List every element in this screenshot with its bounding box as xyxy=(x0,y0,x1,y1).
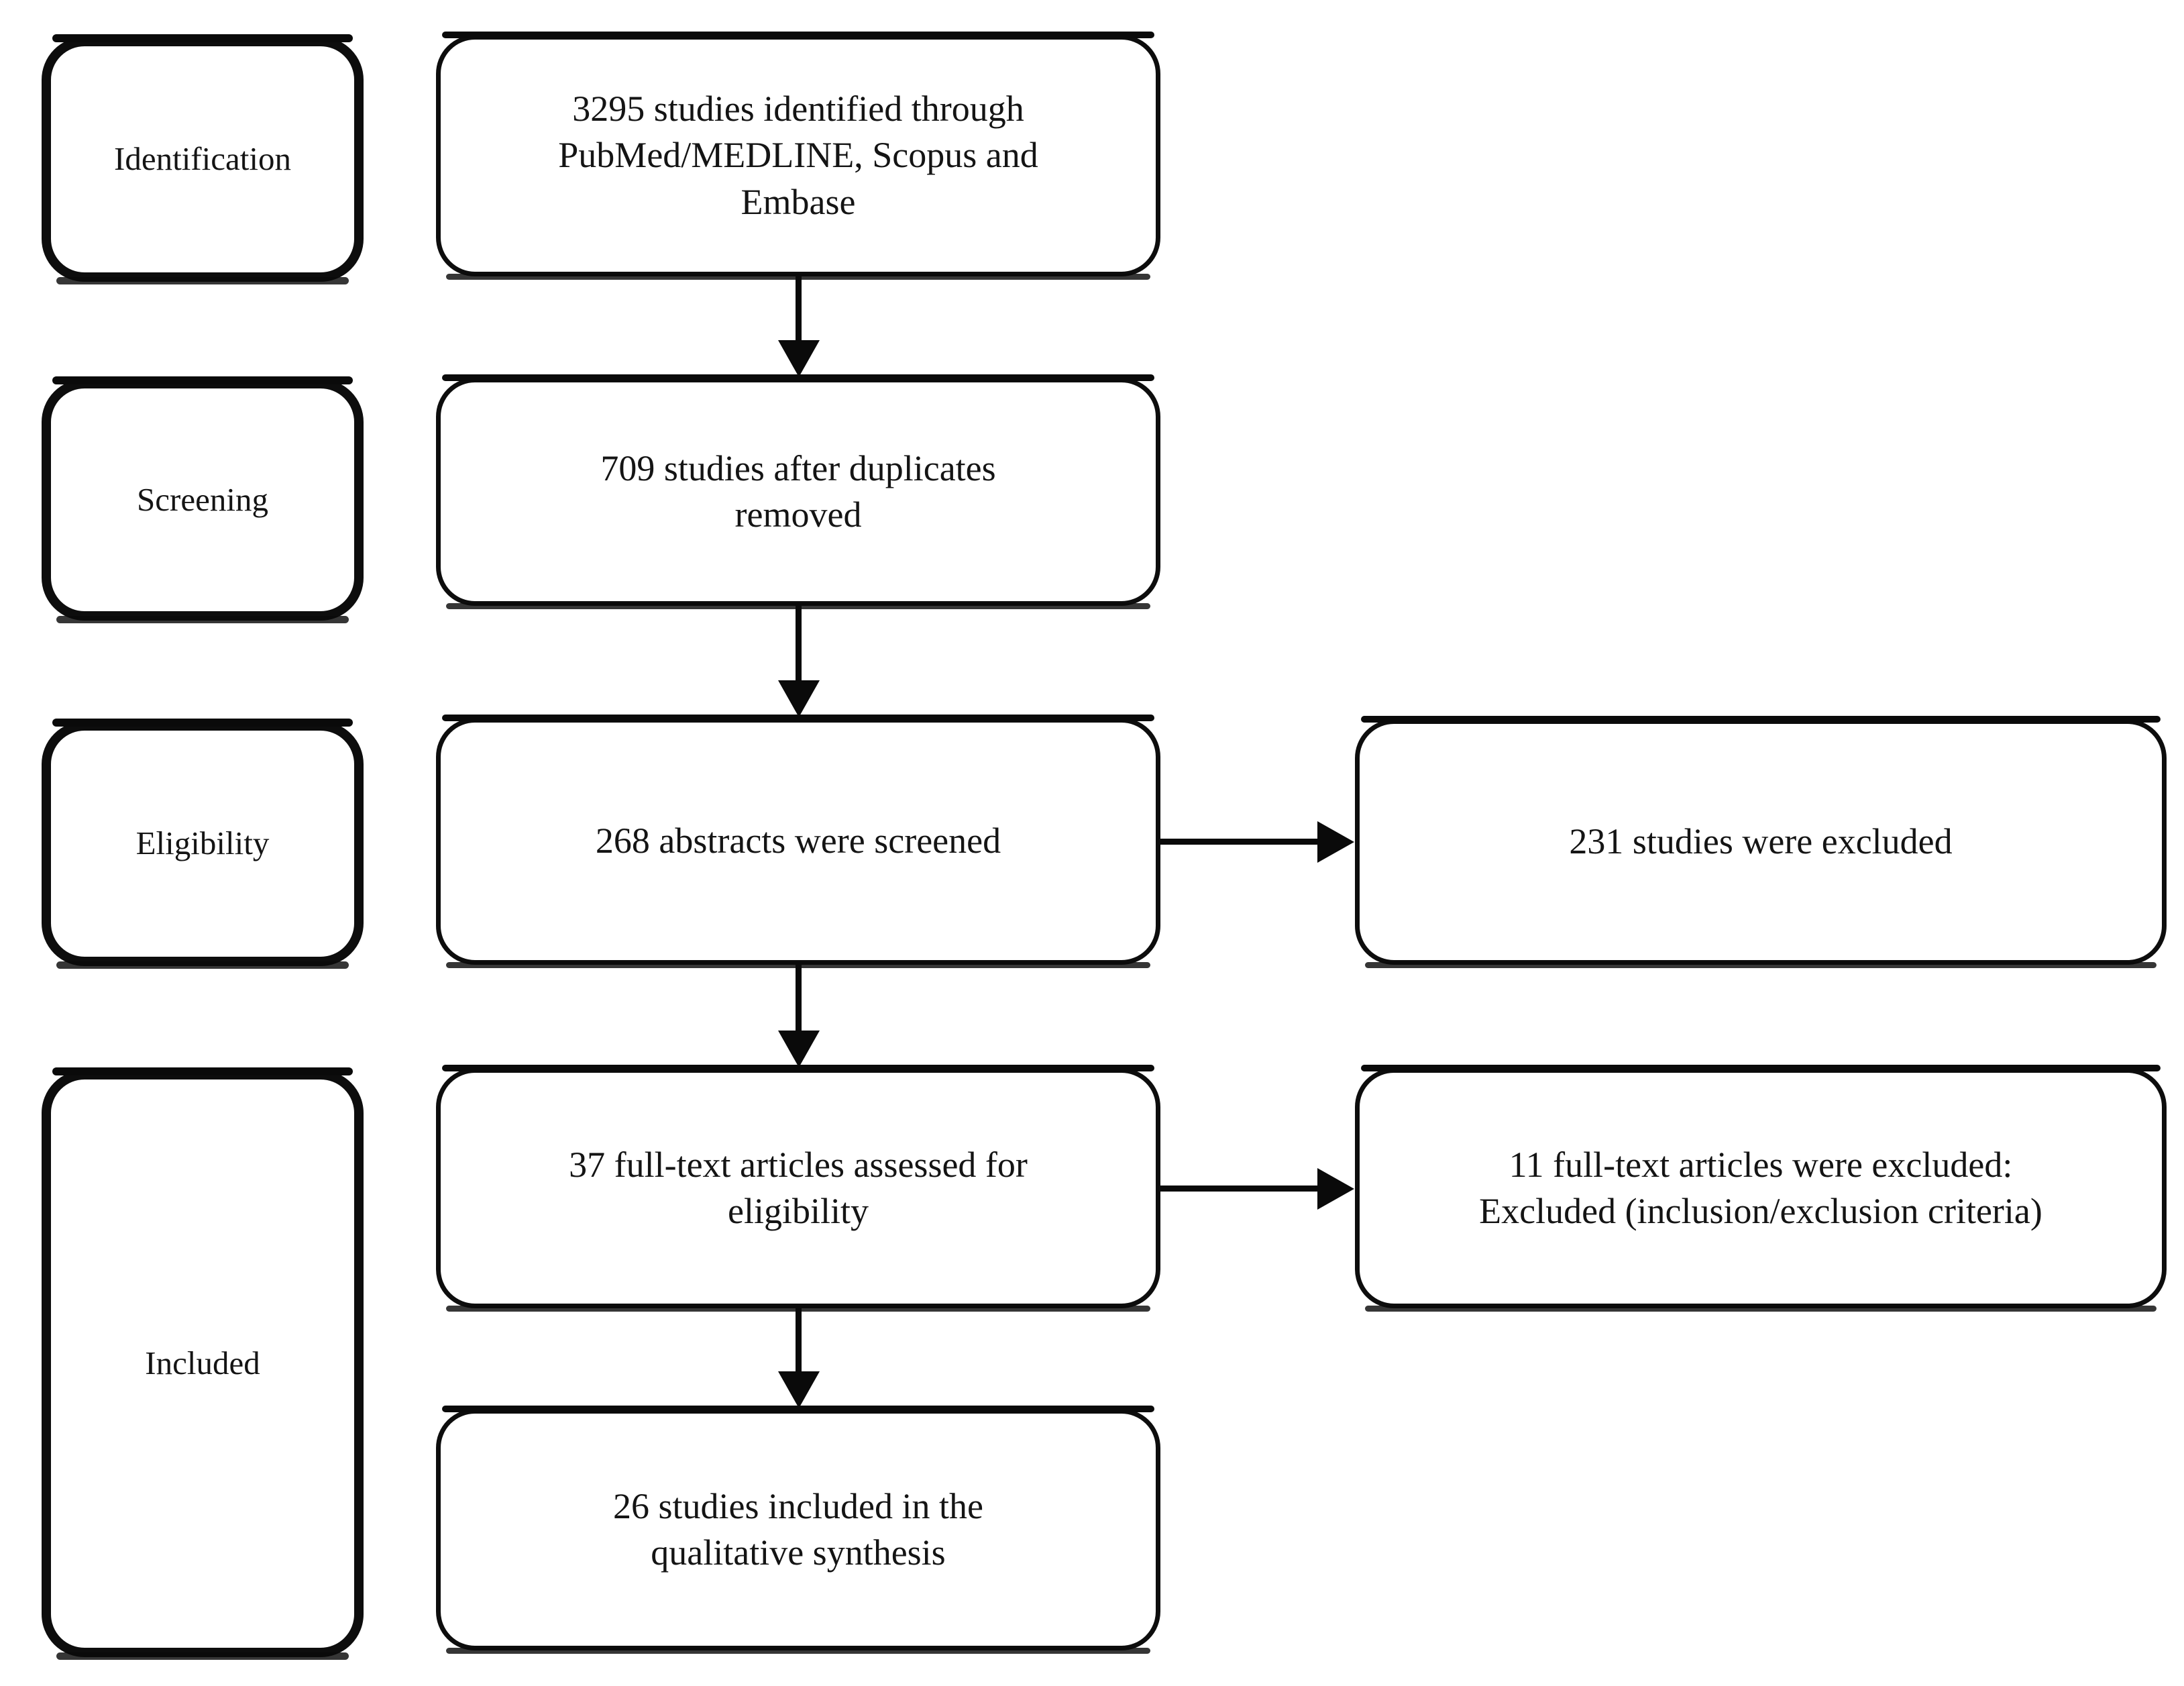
arrow-down-fulltext-to-qualitative xyxy=(796,1308,802,1372)
stage-box-eligibility: Eligibility xyxy=(42,719,364,969)
stage-label-identification: Identification xyxy=(114,140,291,178)
arrow-right-fulltext-to-excluded xyxy=(1160,1186,1318,1192)
flow-box-duplicates-removed-text: 709 studies after duplicates removed xyxy=(600,447,996,535)
flow-box-abstracts-screened: 268 abstracts were screened xyxy=(436,715,1160,968)
flow-box-fulltext-assessed-text: 37 full-text articles assessed for eligi… xyxy=(569,1144,1028,1231)
exclusion-box-studies-excluded-text: 231 studies were excluded xyxy=(1569,821,1953,862)
stage-label-eligibility: Eligibility xyxy=(135,825,270,862)
flow-box-identified: 3295 studies identified through PubMed/M… xyxy=(436,32,1160,280)
arrow-right-screened-to-excluded xyxy=(1160,839,1318,845)
flow-box-duplicates-removed: 709 studies after duplicates removed xyxy=(436,374,1160,609)
exclusion-box-fulltext-excluded-text: 11 full-text articles were excluded: Exc… xyxy=(1479,1144,2042,1231)
flow-box-qualitative-synthesis-text: 26 studies included in the qualitative s… xyxy=(613,1485,983,1573)
arrow-down-duplicates-to-screened xyxy=(796,606,802,681)
stage-box-included: Included xyxy=(42,1067,364,1660)
stage-box-screening: Screening xyxy=(42,376,364,623)
flow-box-fulltext-assessed: 37 full-text articles assessed for eligi… xyxy=(436,1065,1160,1312)
arrow-down-screened-to-fulltext xyxy=(796,965,802,1031)
arrow-down-identified-to-duplicates xyxy=(796,276,802,341)
exclusion-box-fulltext-excluded: 11 full-text articles were excluded: Exc… xyxy=(1355,1065,2167,1312)
stage-label-screening: Screening xyxy=(137,480,268,518)
flow-box-abstracts-screened-text: 268 abstracts were screened xyxy=(595,821,1001,861)
exclusion-box-studies-excluded: 231 studies were excluded xyxy=(1355,716,2167,968)
flow-box-qualitative-synthesis: 26 studies included in the qualitative s… xyxy=(436,1406,1160,1654)
flow-box-identified-text: 3295 studies identified through PubMed/M… xyxy=(558,89,1038,222)
stage-label-included: Included xyxy=(145,1345,260,1382)
stage-box-identification: Identification xyxy=(42,34,364,284)
